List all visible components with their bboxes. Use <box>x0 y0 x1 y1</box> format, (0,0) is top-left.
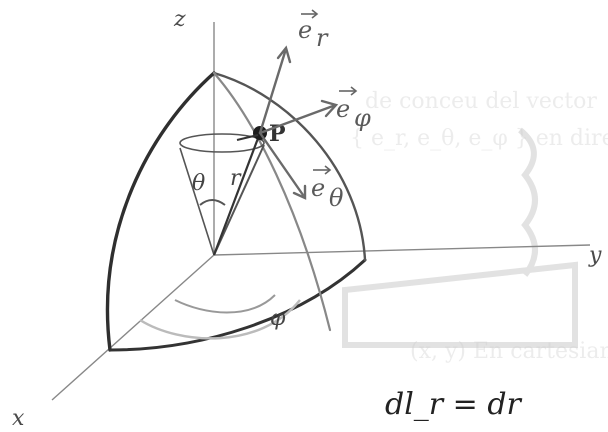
equator-arc <box>108 258 367 352</box>
x-axis <box>51 254 215 401</box>
e-r-overarrow-head <box>311 9 319 19</box>
meridian-through-p <box>212 71 332 332</box>
ghost-box <box>342 261 578 348</box>
phi-label: φ <box>270 306 286 331</box>
e-r-letter: e <box>298 16 312 44</box>
point-p-dash <box>236 134 259 141</box>
phi-arc-outer <box>139 299 301 340</box>
cone-edge-left <box>179 147 215 256</box>
e-r-arrowhead <box>276 45 292 64</box>
z-axis-label: z <box>173 7 186 32</box>
vector-labels: e r e φ e θ <box>298 9 371 212</box>
y-axis <box>213 244 591 256</box>
ghost-line-1: de conceu del vector <box>365 89 597 114</box>
e-phi-letter: e <box>336 95 350 123</box>
e-r-arrow <box>258 50 287 135</box>
e-theta-arrowhead <box>292 184 307 200</box>
cone-rim <box>179 133 265 153</box>
y-axis-label: y <box>588 243 602 268</box>
meridian-xz <box>105 71 216 352</box>
e-theta-overarrow-head <box>324 165 332 175</box>
e-phi-label: e φ <box>336 86 371 132</box>
e-r-label: e r <box>298 9 329 52</box>
e-phi-subscript: φ <box>354 104 371 132</box>
cone <box>179 133 265 256</box>
phi-arc-inner <box>174 294 276 314</box>
ghost-wave <box>518 127 538 277</box>
background-ghost-shapes <box>342 127 578 348</box>
e-r-subscript: r <box>316 24 329 52</box>
e-theta-subscript: θ <box>329 184 344 212</box>
r-label: r <box>230 166 242 191</box>
theta-arc <box>199 199 226 206</box>
e-phi-arrow <box>258 104 335 135</box>
theta-label: θ <box>192 171 205 196</box>
axes <box>51 22 591 401</box>
unit-vectors <box>258 45 339 200</box>
sphere-octant <box>105 71 367 352</box>
ghost-line-2: { e_r, e_θ, e_φ } en direcciones <box>350 126 608 151</box>
formula-dl-r: dl_r = dr <box>385 387 523 422</box>
e-phi-arrowhead <box>320 99 339 118</box>
e-phi-overarrow-head <box>350 86 358 96</box>
phi-angle <box>139 294 301 340</box>
x-axis-label: x <box>12 406 25 431</box>
e-theta-label: e θ <box>311 165 344 212</box>
background-ghost-text: de conceu del vector { e_r, e_θ, e_φ } e… <box>350 89 608 364</box>
meridian-yz <box>212 71 367 262</box>
e-theta-arrow <box>258 131 305 197</box>
e-theta-letter: e <box>311 174 325 202</box>
radius-line <box>212 132 262 256</box>
cone-edge-right <box>213 144 265 256</box>
